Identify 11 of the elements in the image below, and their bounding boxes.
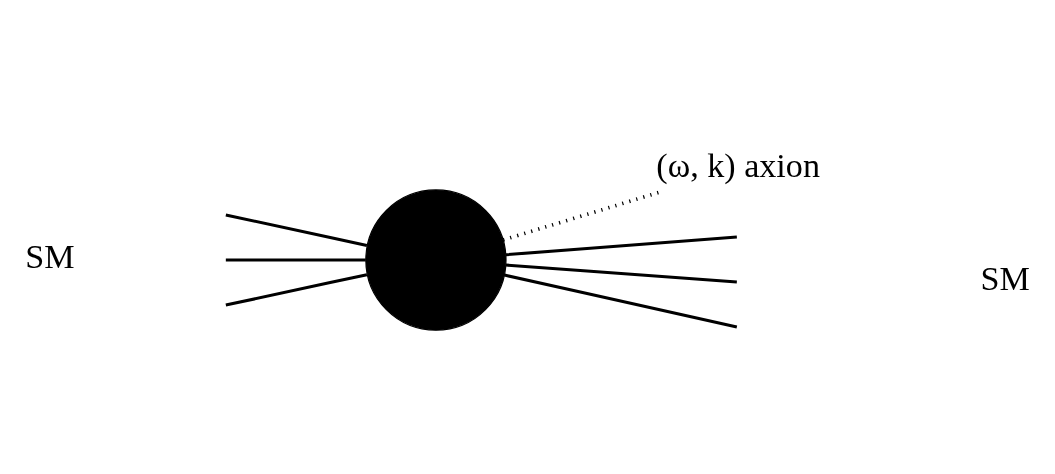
connector	[505, 234, 737, 256]
connector	[225, 258, 366, 262]
node-circle	[365, 188, 507, 331]
connector	[225, 272, 368, 307]
node-text: (ω, k) axion	[656, 146, 820, 184]
connector	[505, 263, 737, 283]
label: SM	[980, 259, 1030, 297]
connector	[502, 190, 660, 242]
label: SM	[25, 237, 75, 275]
connector	[504, 273, 738, 329]
connector	[225, 213, 368, 247]
